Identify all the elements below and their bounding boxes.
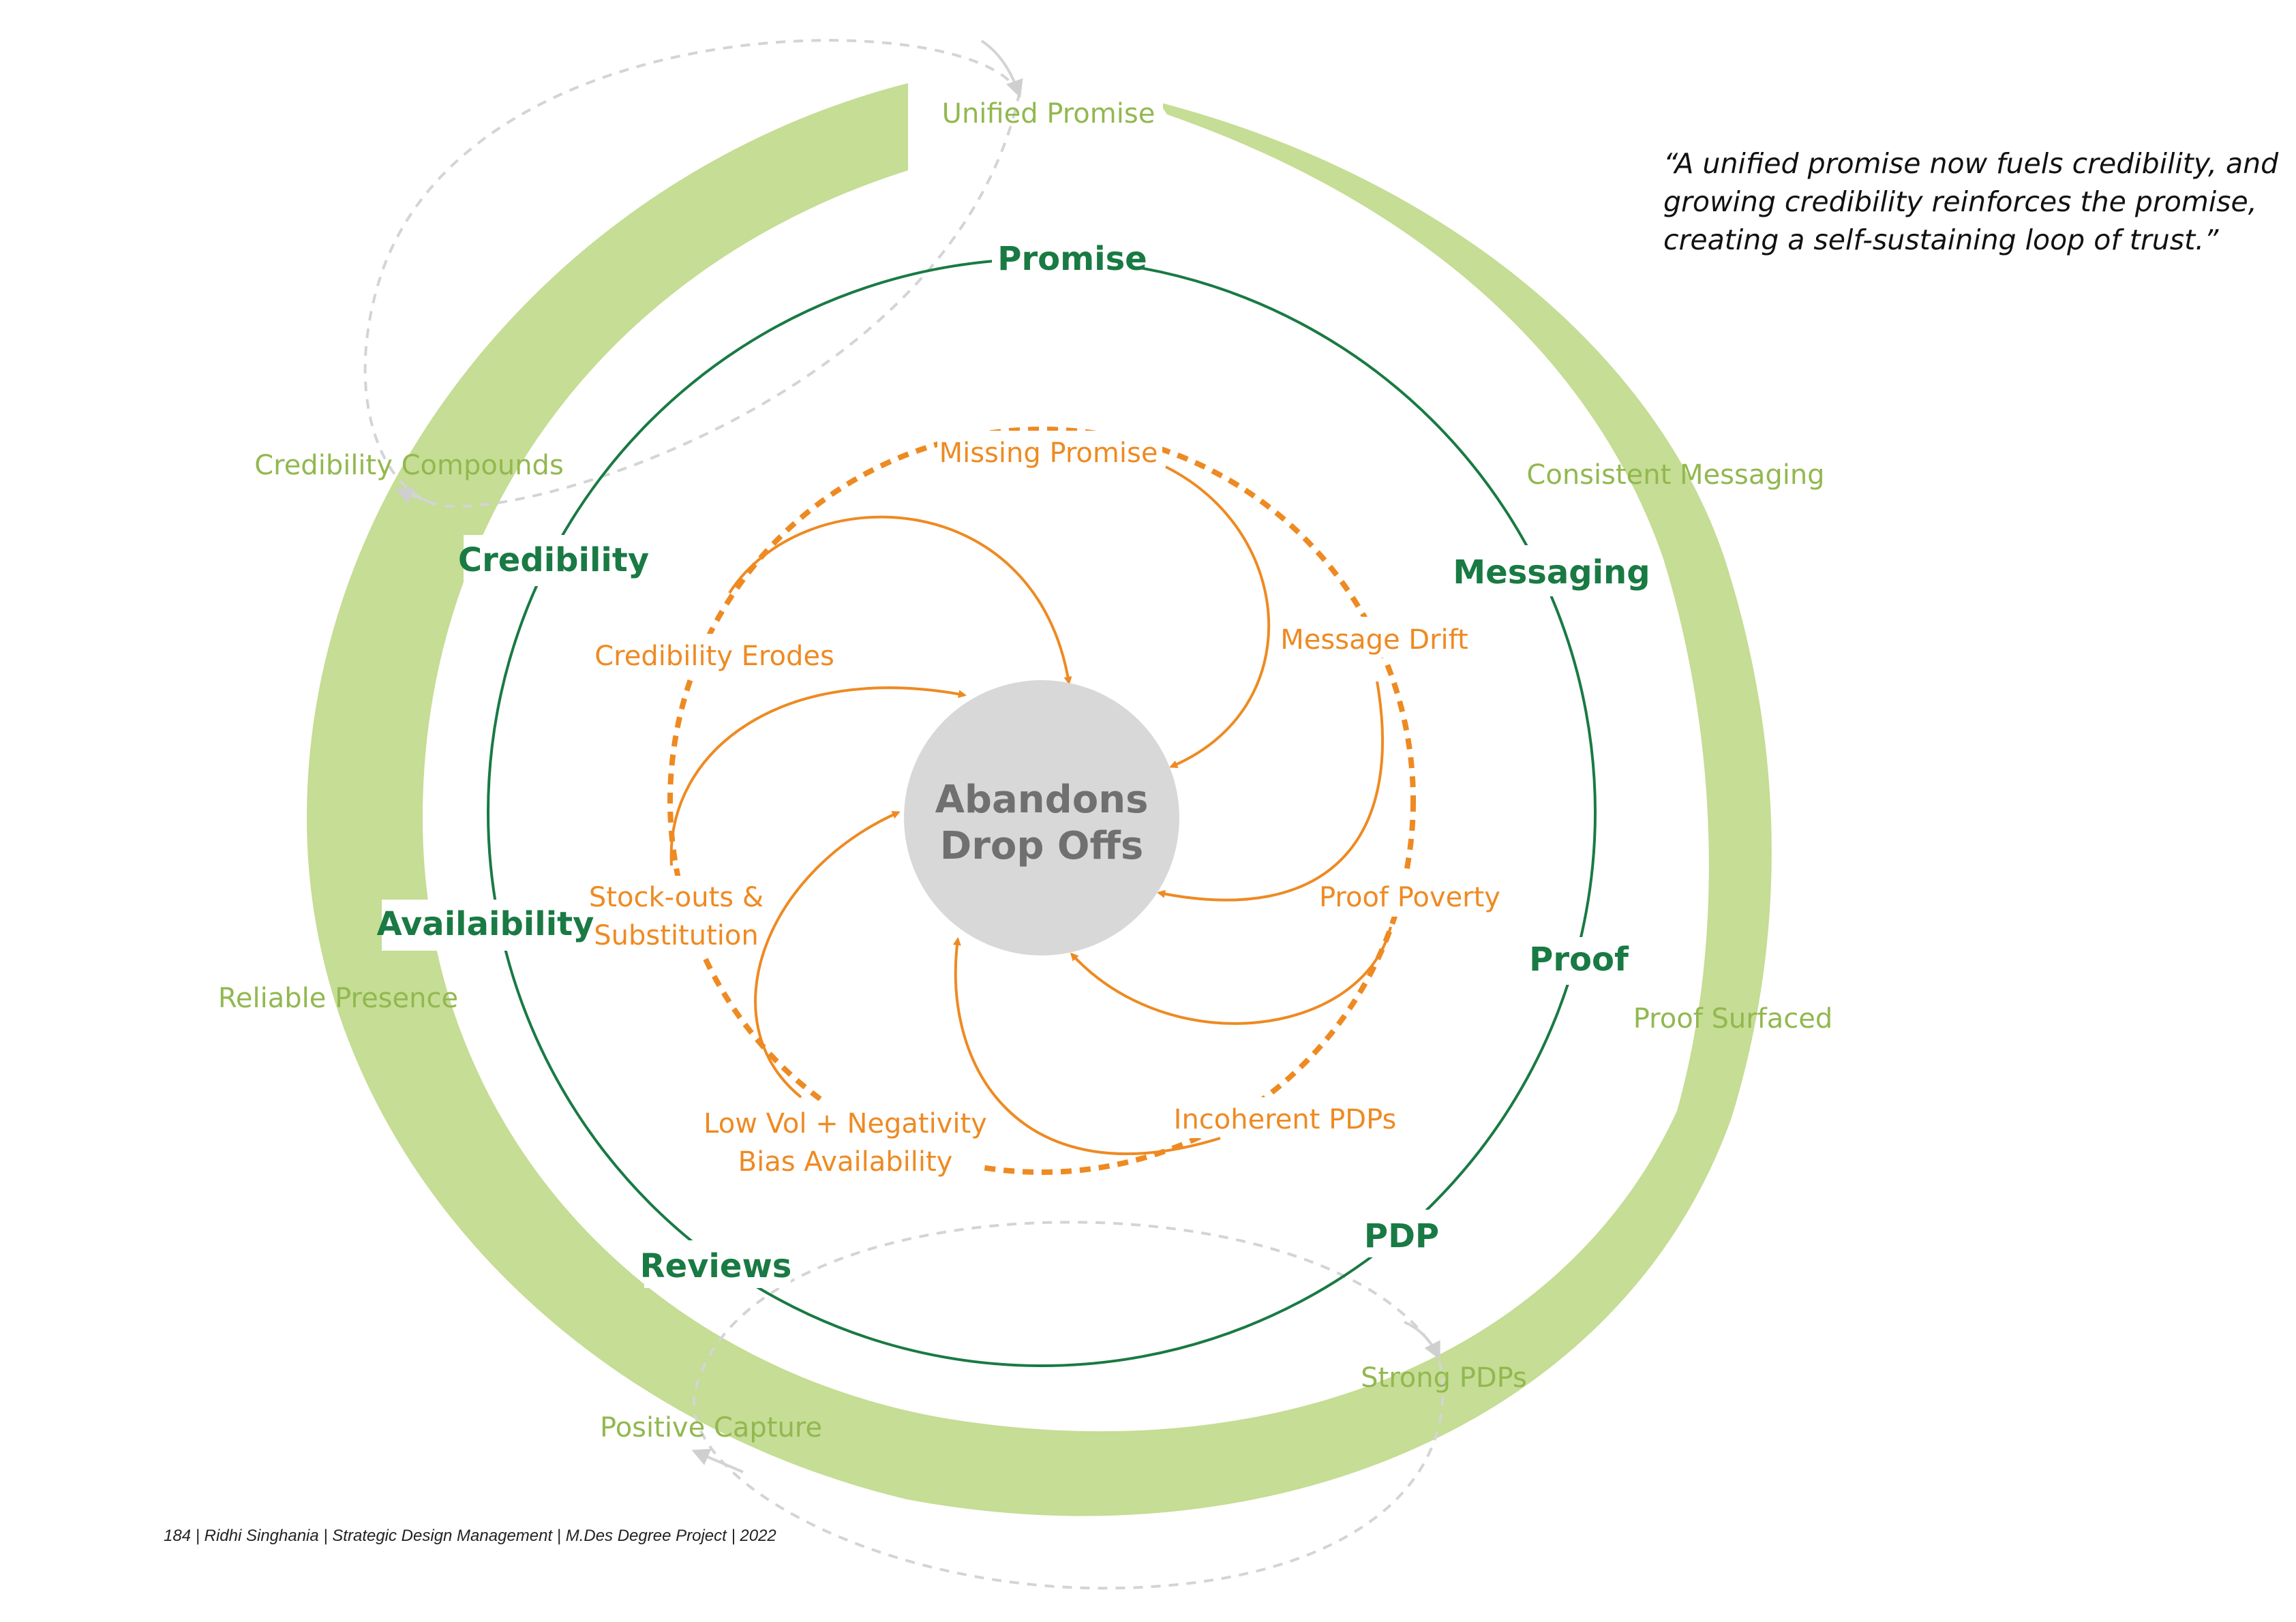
dashed-loop-top	[363, 39, 1021, 508]
middle-label-messaging: Messaging	[1453, 553, 1650, 592]
center-line-2: Drop Offs	[940, 824, 1143, 868]
outer-ring-gap	[909, 68, 1163, 177]
inner-ring	[667, 427, 1416, 1175]
dashed-loop-top-arrow	[980, 40, 1023, 98]
dashed-loop-bottom	[693, 1221, 1445, 1590]
quote-line-3: creating a self-sustaining loop of trust…	[1663, 224, 2219, 256]
inner-label-low-vol-2: Bias Availability	[738, 1146, 953, 1178]
inner-label-credibility-erodes: Credibility Erodes	[594, 641, 834, 672]
inner-label-stockouts-1: Stock-outs &	[589, 882, 764, 913]
quote-line-1: “A unified promise now fuels credibility…	[1663, 147, 2279, 180]
outer-label-positive-capture: Positive Capture	[600, 1412, 822, 1443]
quote-text: “A unified promise now fuels credibility…	[1663, 144, 2279, 259]
middle-label-credibility: Credibility	[458, 541, 649, 579]
inner-label-stockouts-2: Substitution	[594, 920, 758, 951]
inner-label-incoherent-pdps: Incoherent PDPs	[1174, 1104, 1397, 1135]
dashed-loop-bottom-arrow	[1404, 1321, 1440, 1360]
center-line-1: Abandons	[935, 778, 1149, 822]
inner-arrows	[669, 465, 1392, 1155]
inner-label-message-drift: Message Drift	[1280, 624, 1468, 656]
center-circle	[904, 680, 1179, 955]
outer-label-proof-surfaced: Proof Surfaced	[1633, 1003, 1833, 1035]
middle-label-reviews: Reviews	[640, 1247, 792, 1285]
middle-label-proof: Proof	[1529, 940, 1629, 979]
middle-label-promise: Promise	[997, 240, 1147, 278]
page-footer: 184 | Ridhi Singhania | Strategic Design…	[164, 1527, 776, 1545]
outer-label-strong-pdps: Strong PDPs	[1361, 1362, 1527, 1394]
inner-label-low-vol-1: Low Vol + Negativity	[704, 1108, 987, 1139]
middle-label-availability: Availaibility	[377, 905, 594, 943]
outer-label-reliable-presence: Reliable Presence	[218, 983, 458, 1014]
dashed-loop-left2-arrow	[691, 1448, 744, 1473]
quote-line-2: growing credibility reinforces the promi…	[1663, 185, 2257, 218]
dashed-loop-left-arrow	[395, 487, 437, 506]
outer-label-credibility-compounds: Credibility Compounds	[254, 450, 564, 481]
inner-label-missing-promise: Missing Promise	[939, 438, 1158, 469]
inner-label-proof-poverty: Proof Poverty	[1319, 882, 1500, 913]
middle-label-pdp: PDP	[1364, 1217, 1439, 1255]
outer-label-consistent-messaging: Consistent Messaging	[1526, 459, 1824, 491]
outer-label-unified-promise: Unified Promise	[942, 98, 1155, 129]
